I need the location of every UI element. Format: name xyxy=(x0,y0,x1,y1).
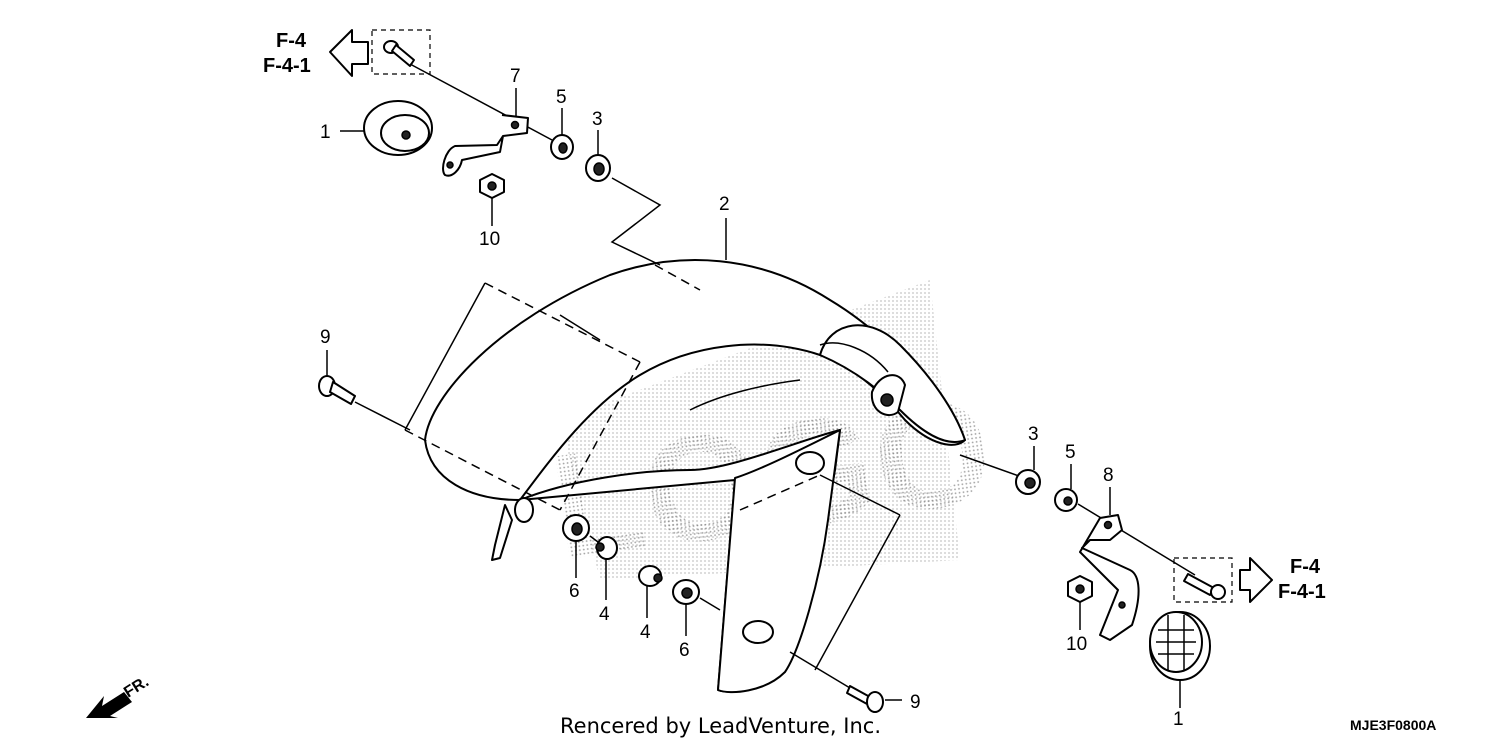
collar-mid xyxy=(672,579,700,605)
callout-8: 8 xyxy=(1103,465,1114,486)
callout-6-mid: 6 xyxy=(679,640,690,661)
reference-right: F-4 F-4-1 xyxy=(1173,556,1326,603)
washer-right xyxy=(1054,488,1078,512)
callout-2: 2 xyxy=(719,194,730,215)
callout-7: 7 xyxy=(510,66,521,87)
ref-right-line1: F-4 xyxy=(1290,556,1321,578)
ref-top-line1: F-4 xyxy=(276,30,307,52)
callout-3-right: 3 xyxy=(1028,424,1039,445)
collar-top xyxy=(585,154,611,182)
callout-5-right: 5 xyxy=(1065,442,1076,463)
front-fender xyxy=(424,259,966,694)
collar-left xyxy=(562,514,590,542)
ref-top-line2: F-4-1 xyxy=(263,55,311,77)
callout-5-top: 5 xyxy=(556,87,567,108)
callout-1-bottom: 1 xyxy=(1173,709,1184,730)
nut-right xyxy=(1067,575,1093,603)
callout-6-left: 6 xyxy=(569,581,580,602)
front-direction-indicator: FR. xyxy=(86,673,152,718)
bolt-left xyxy=(318,375,356,405)
callout-4-left: 4 xyxy=(599,604,610,625)
diagram-code: MJE3F0800A xyxy=(1350,717,1436,733)
collar-right xyxy=(1015,469,1041,495)
bolt-top xyxy=(383,40,415,67)
callout-9-bottom: 9 xyxy=(910,692,921,713)
callout-4-mid: 4 xyxy=(640,622,651,643)
grommet-top xyxy=(363,100,433,156)
bracket-left xyxy=(442,114,529,177)
render-credit: Rencered by LeadVenture, Inc. xyxy=(560,714,881,738)
callout-1-top: 1 xyxy=(320,122,331,143)
washer-left xyxy=(595,536,618,560)
washer-top xyxy=(550,134,574,160)
fender-guide-lines xyxy=(404,264,901,671)
washer-mid xyxy=(638,565,663,587)
reference-top: F-4 F-4-1 xyxy=(263,29,431,77)
callout-labels: 1 2 3 5 7 10 9 6 4 4 6 9 3 5 8 10 1 xyxy=(320,66,1184,730)
callout-10-right: 10 xyxy=(1066,634,1087,655)
callout-3-top: 3 xyxy=(592,109,603,130)
bracket-right xyxy=(1079,514,1140,641)
bolt-right xyxy=(1183,573,1226,600)
callout-9-left: 9 xyxy=(320,327,331,348)
callout-10-top: 10 xyxy=(479,229,500,250)
grommet-right xyxy=(1149,611,1211,681)
nut-top xyxy=(479,173,505,199)
ref-right-line2: F-4-1 xyxy=(1278,581,1326,603)
bolt-bottom xyxy=(846,685,884,713)
